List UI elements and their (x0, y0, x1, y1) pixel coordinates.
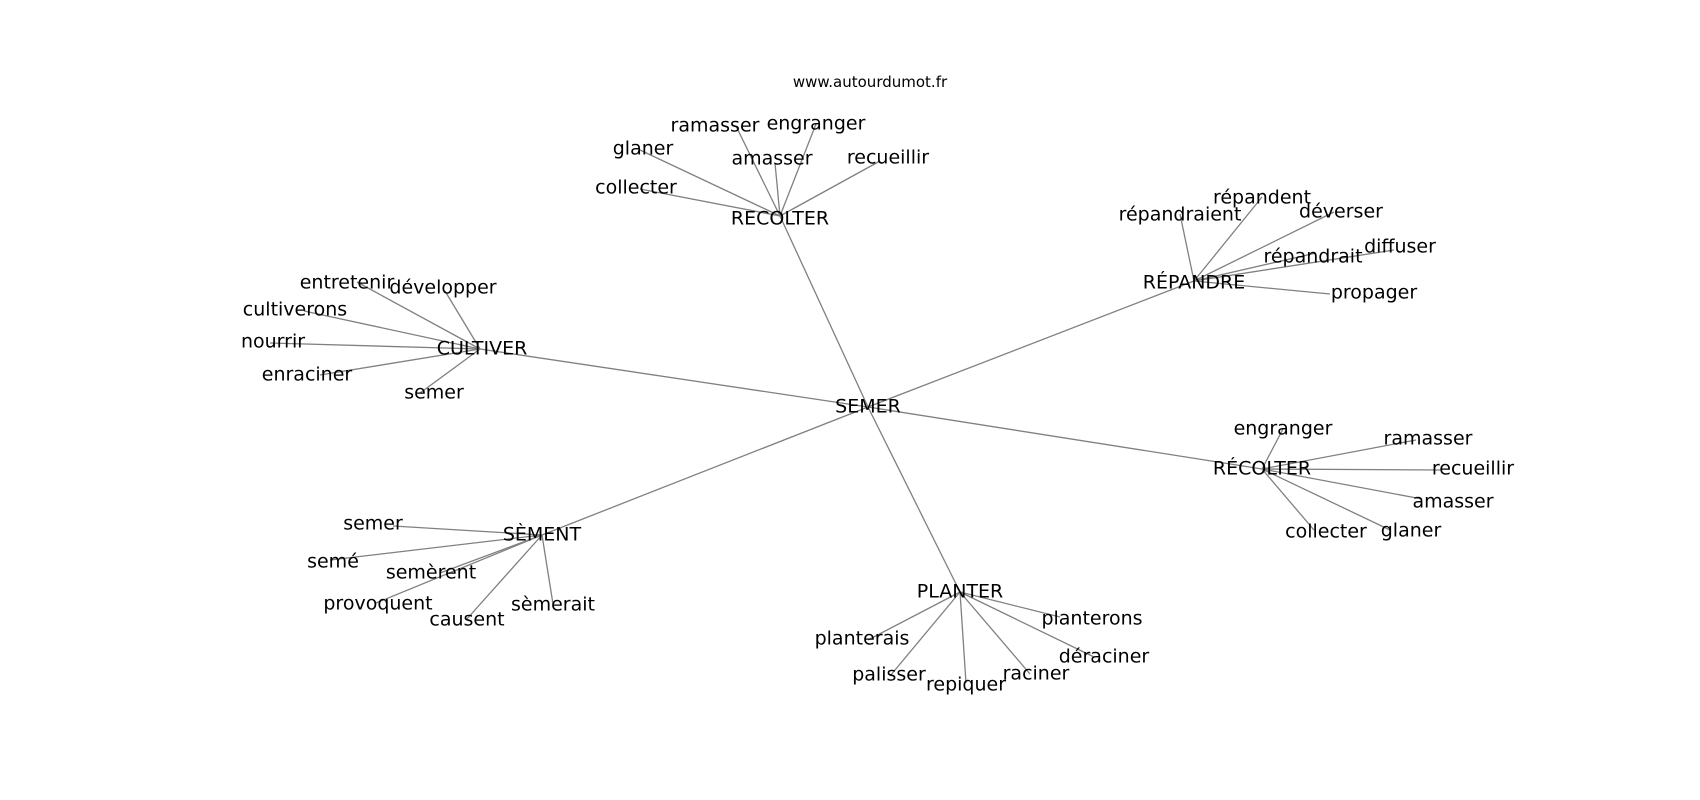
leaf-node-label: repiquer (926, 674, 1006, 696)
leaf-node-label: planterais (815, 628, 910, 650)
edge-group-5-leaf-4 (959, 591, 1031, 675)
edge-root-3 (867, 406, 1263, 470)
leaf-node-label: amasser (1412, 491, 1493, 513)
site-url: www.autourdumot.fr (793, 73, 948, 91)
labels-layer: SEMER RECOLTER ramasser engranger glaner amas… (241, 113, 1514, 696)
leaf-node-label: palisser (852, 664, 926, 686)
leaf-node-label: glaner (1381, 520, 1442, 542)
leaf-node-label: cultiverons (243, 299, 347, 321)
leaf-node-label: répandrait (1263, 246, 1362, 268)
leaf-node-label: sèmerait (511, 594, 595, 616)
group-node-label: RÉCOLTER (1213, 457, 1311, 480)
group-node-label: SÈMENT (503, 523, 582, 546)
leaf-node-label: causent (429, 609, 504, 631)
leaf-node-label: nourrir (241, 331, 305, 353)
edge-group-5-leaf-5 (959, 591, 967, 684)
leaf-node-label: répandent (1213, 187, 1311, 209)
group-node-label: RECOLTER (731, 208, 829, 230)
leaf-node-label: déraciner (1059, 646, 1150, 668)
edge-group-3-leaf-1 (1261, 439, 1417, 470)
edge-group-4-leaf-3 (375, 534, 543, 604)
edge-group-2-leaf-2 (303, 310, 481, 350)
group-node-label: CULTIVER (437, 338, 528, 360)
edge-group-2-leaf-5 (419, 348, 481, 394)
group-node-label: PLANTER (917, 581, 1004, 603)
edge-group-5-leaf-3 (889, 591, 961, 677)
edge-root-1 (867, 280, 1195, 408)
leaf-node-label: provoquent (323, 593, 432, 615)
leaf-node-label: collecter (595, 177, 677, 199)
edge-group-3-leaf-0 (1261, 428, 1284, 470)
leaf-node-label: engranger (767, 113, 866, 135)
edge-root-2 (479, 348, 869, 408)
leaf-node-label: recueillir (847, 147, 929, 169)
leaf-node-label: enraciner (262, 364, 353, 386)
edge-group-4-leaf-0 (392, 525, 543, 536)
edge-group-4-leaf-5 (465, 534, 543, 621)
leaf-node-label: glaner (613, 138, 674, 160)
edge-root-4 (541, 406, 869, 536)
leaf-node-label: développer (389, 277, 496, 299)
edge-group-5-leaf-2 (959, 591, 1095, 658)
leaf-node-label: amasser (731, 148, 812, 170)
edge-group-2-leaf-0 (356, 281, 481, 350)
edge-group-1-leaf-5 (1193, 280, 1331, 295)
edge-group-1-leaf-1 (1179, 213, 1195, 282)
root-node-label: SEMER (835, 396, 901, 418)
edge-group-1-leaf-3 (1193, 249, 1395, 282)
edge-group-0-leaf-3 (774, 162, 781, 217)
edge-group-0-leaf-1 (779, 123, 817, 217)
edge-group-5-leaf-0 (959, 591, 1061, 618)
leaf-node-label: recueillir (1432, 458, 1514, 480)
edge-group-2-leaf-4 (319, 348, 481, 376)
leaf-node-label: ramasser (671, 115, 760, 137)
leaf-node-label: semèrent (386, 562, 476, 584)
edge-group-3-leaf-4 (1261, 468, 1315, 531)
edge-group-5-leaf-1 (867, 591, 961, 641)
edge-root-5 (867, 406, 961, 593)
edge-group-1-leaf-0 (1193, 196, 1263, 282)
edge-group-0-leaf-0 (735, 125, 781, 217)
leaf-node-label: semer (343, 513, 403, 535)
leaf-node-label: répandraient (1119, 204, 1242, 226)
leaf-node-label: déverser (1299, 201, 1383, 223)
leaf-node-label: raciner (1003, 663, 1070, 685)
leaf-node-label: propager (1331, 282, 1418, 304)
edge-group-0-leaf-5 (639, 188, 781, 217)
edge-group-2-leaf-1 (444, 290, 481, 350)
leaf-node-label: planterons (1041, 608, 1142, 630)
edge-group-0-leaf-4 (779, 160, 881, 217)
leaf-node-label: ramasser (1384, 428, 1473, 450)
leaf-node-label: diffuser (1364, 236, 1436, 258)
edge-group-2-leaf-3 (269, 342, 481, 350)
edge-group-3-leaf-5 (1261, 468, 1391, 531)
edge-group-1-leaf-4 (1193, 252, 1317, 282)
edge-root-0 (779, 215, 869, 408)
edge-group-3-leaf-2 (1261, 468, 1441, 471)
leaf-node-label: semer (404, 382, 464, 404)
edge-group-0-leaf-2 (639, 149, 781, 217)
edge-group-1-leaf-2 (1193, 211, 1335, 282)
edge-group-4-leaf-1 (329, 534, 543, 561)
edges-layer (269, 123, 1441, 684)
edge-group-4-leaf-4 (541, 534, 554, 605)
group-node-label: RÉPANDRE (1143, 271, 1246, 294)
leaf-node-label: collecter (1285, 521, 1367, 543)
leaf-node-label: entretenir (300, 272, 395, 294)
edge-group-3-leaf-3 (1261, 468, 1423, 500)
leaf-node-label: engranger (1234, 418, 1333, 440)
leaf-node-label: semé (307, 551, 359, 573)
